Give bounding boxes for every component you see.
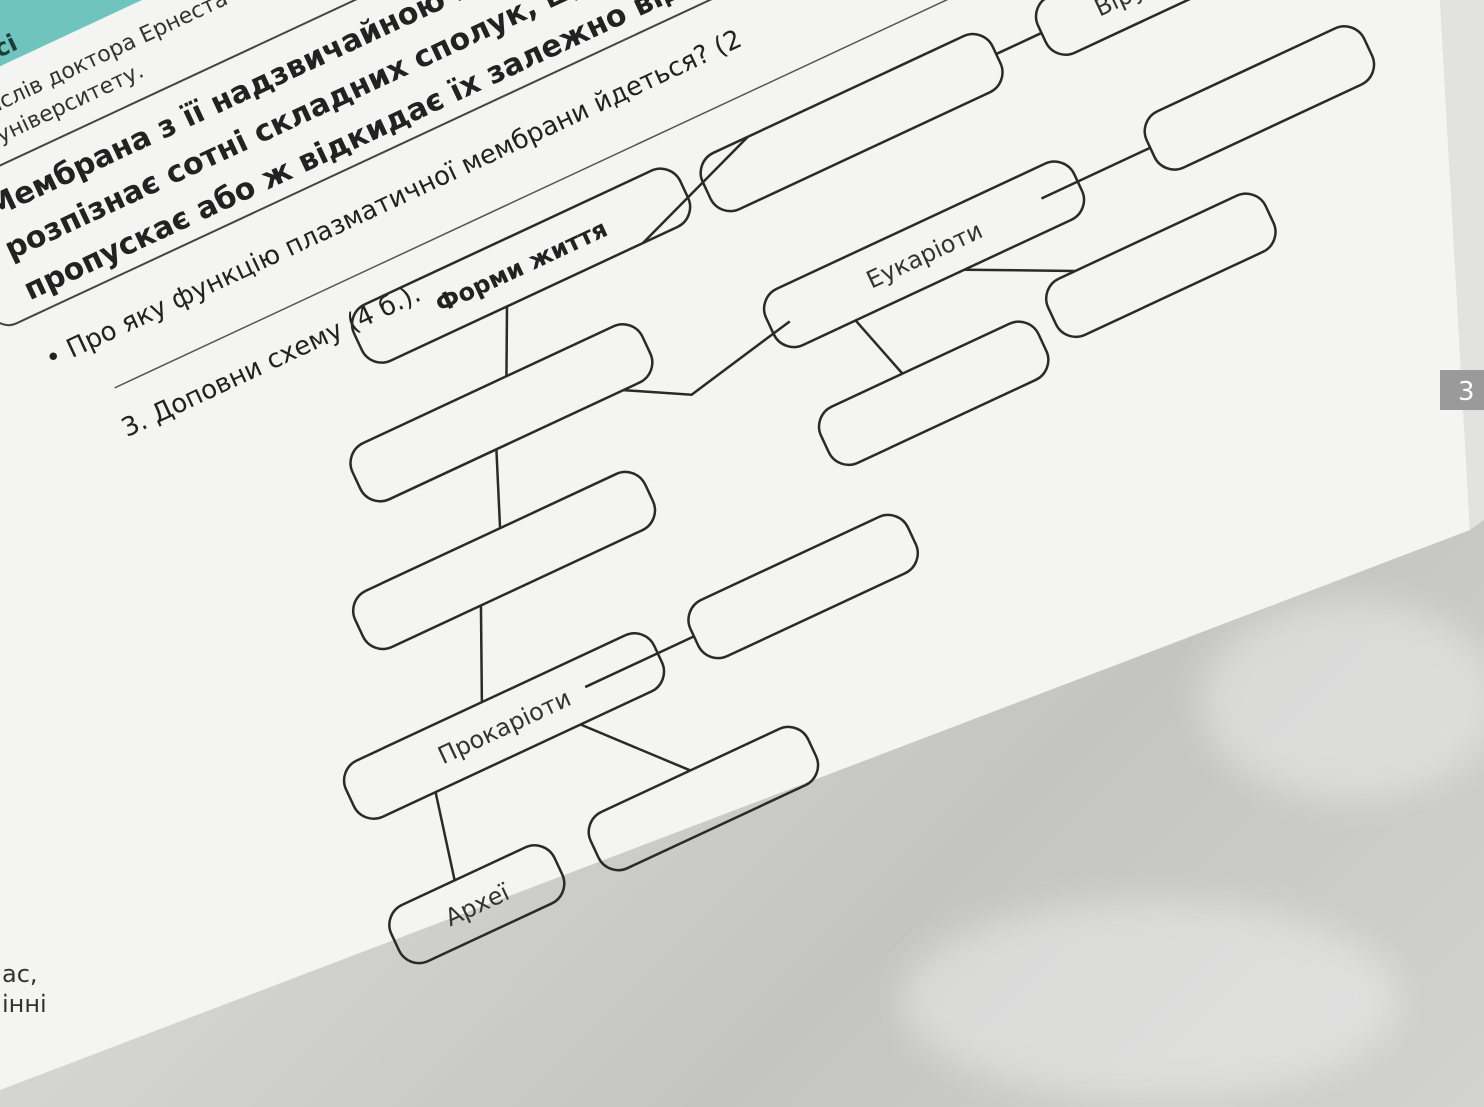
node-blank-level3 [351,470,657,651]
arrow [623,320,791,396]
node-root [350,167,692,364]
arrow [580,723,691,772]
quote-box [0,0,902,327]
arrow [584,635,695,689]
node-blank-euk-right [1044,192,1277,339]
arrow [854,319,904,375]
arrow [505,306,509,377]
arrow [495,449,502,529]
page-number: 3 [1458,377,1475,407]
arrow [479,605,484,703]
arrow [642,135,749,244]
arrow [995,31,1043,56]
node-blank-prokaryote-right [687,513,919,660]
cloth-highlight [1200,600,1484,800]
margin-fragment: ас, [2,960,38,988]
arrow [964,268,1076,273]
schema-diagram [342,0,1376,965]
arrow [1040,146,1151,200]
arrow [434,791,456,881]
answer-line [114,0,949,389]
cloth-highlight [900,900,1400,1100]
node-blank-mid [817,320,1050,467]
margin-fragment: інні [2,990,47,1018]
node-blank-level2 [349,323,654,503]
node-archaea [388,844,566,965]
page-number-tab [1440,370,1484,410]
